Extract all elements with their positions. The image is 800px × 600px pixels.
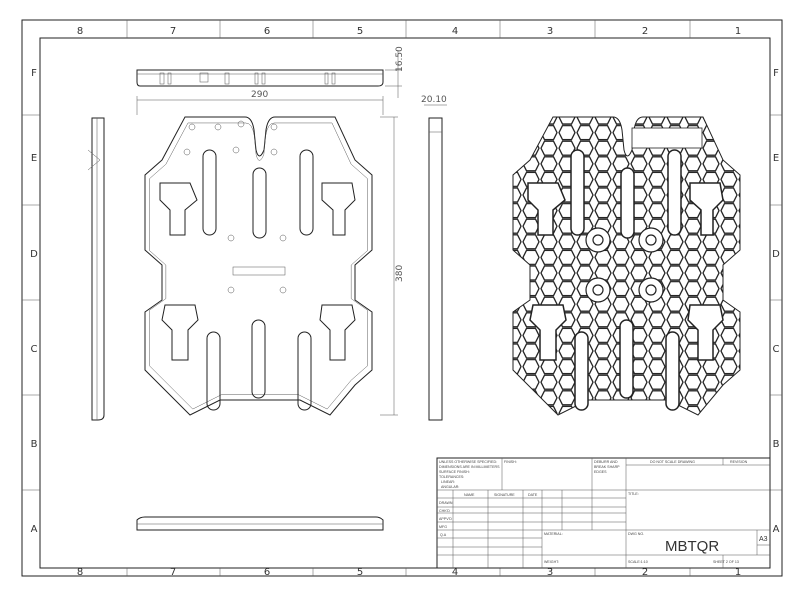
zone-col-7: 7 xyxy=(170,567,176,578)
mfg-label: MFG xyxy=(439,525,447,529)
zone-row-d: D xyxy=(30,249,38,260)
name-header: NAME xyxy=(464,493,475,497)
zone-row-d: D xyxy=(772,249,780,260)
deburr-note: DEBURR AND BREAK SHARP EDGES xyxy=(594,460,621,474)
drawing-number: MBTQR xyxy=(665,538,719,555)
zone-col-4: 4 xyxy=(452,26,458,37)
title-block: UNLESS OTHERWISE SPECIFIED: DIMENSIONS A… xyxy=(436,457,771,569)
left-side-view xyxy=(87,117,105,421)
mount-bosses xyxy=(585,227,664,303)
logo-plate xyxy=(232,266,286,276)
revision-label: REVISION xyxy=(730,460,748,464)
sheet-size: A3 xyxy=(759,536,768,543)
zone-row-b: B xyxy=(773,439,780,450)
width-dimension-text: 290 xyxy=(251,90,268,100)
zone-row-a: A xyxy=(31,524,38,535)
front-view xyxy=(144,116,373,416)
height-dimension-text: 380 xyxy=(395,265,405,282)
zone-row-a: A xyxy=(773,524,780,535)
zone-row-c: C xyxy=(31,344,38,355)
zone-col-2: 2 xyxy=(642,26,648,37)
outer-border xyxy=(21,19,783,577)
right-side-view: 20.10 xyxy=(421,95,447,421)
rear-detail-bracket xyxy=(631,127,703,149)
side-depth-dimension-text: 20.10 xyxy=(421,95,447,105)
material-label: MATERIAL: xyxy=(544,532,563,536)
zone-col-1: 1 xyxy=(735,26,741,37)
zone-row-c: C xyxy=(773,344,780,355)
zone-row-f: F xyxy=(31,68,37,79)
zone-labels-left: F E D C B A xyxy=(30,68,38,535)
dimension-width: 290 xyxy=(136,90,384,115)
zone-col-6: 6 xyxy=(264,567,270,578)
zone-labels-top: 8 7 6 5 4 3 2 1 xyxy=(77,26,741,37)
zone-col-6: 6 xyxy=(264,26,270,37)
weight-label: WEIGHT: xyxy=(544,560,559,564)
zone-col-5: 5 xyxy=(357,26,363,37)
zone-row-e: E xyxy=(773,153,779,164)
screw-holes xyxy=(183,120,287,294)
zone-row-e: E xyxy=(31,153,37,164)
dwg-no-label: DWG NO. xyxy=(628,532,644,536)
do-not-scale-note: DO NOT SCALE DRAWING xyxy=(650,460,695,464)
zone-col-2: 2 xyxy=(642,567,648,578)
finish-label: FINISH: xyxy=(504,460,517,464)
zone-col-4: 4 xyxy=(452,567,458,578)
zone-labels-bottom: 8 7 6 5 4 3 2 1 xyxy=(77,567,741,578)
signature-header: SIGNATURE xyxy=(494,493,515,497)
checked-label: CHK'D xyxy=(439,509,450,513)
thickness-dimension-text: 16.50 xyxy=(395,46,405,72)
dimension-thickness: 16.50 xyxy=(385,46,405,98)
title-label: TITLE: xyxy=(628,492,639,496)
zone-col-5: 5 xyxy=(357,567,363,578)
zone-labels-right: F E D C B A xyxy=(772,68,780,535)
zone-row-b: B xyxy=(31,439,38,450)
zone-dividers xyxy=(22,20,782,576)
zone-col-8: 8 xyxy=(77,567,83,578)
rear-view xyxy=(512,116,741,416)
top-view xyxy=(136,69,384,87)
inner-border xyxy=(39,37,771,569)
zone-row-f: F xyxy=(773,68,779,79)
zone-col-3: 3 xyxy=(547,567,553,578)
slots xyxy=(159,149,356,411)
scale-label: SCALE:1:10 xyxy=(628,560,648,564)
sheet-number: SHEET 2 OF 13 xyxy=(713,560,739,564)
zone-col-8: 8 xyxy=(77,26,83,37)
qa-label: Q.A xyxy=(440,533,447,537)
zone-col-7: 7 xyxy=(170,26,176,37)
approved-label: APPV'D xyxy=(439,517,452,521)
bottom-view xyxy=(136,516,384,531)
zone-col-3: 3 xyxy=(547,26,553,37)
dimension-height: 380 xyxy=(380,116,405,416)
drawn-label: DRAWN xyxy=(439,501,453,505)
general-notes: UNLESS OTHERWISE SPECIFIED: DIMENSIONS A… xyxy=(439,460,501,489)
date-header: DATE xyxy=(528,493,538,497)
zone-col-1: 1 xyxy=(735,567,741,578)
